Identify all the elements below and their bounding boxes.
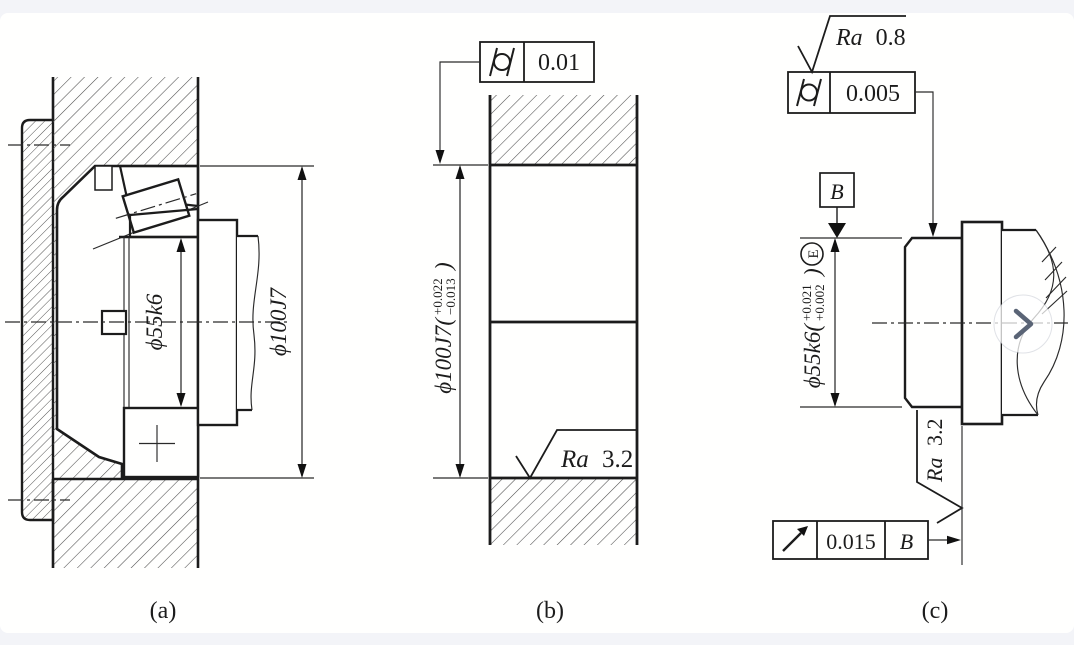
roughness-label: Ra [835, 25, 863, 51]
lock-nut [122, 406, 200, 479]
upper-tolerance: +0.021 [799, 284, 814, 321]
next-button[interactable] [993, 294, 1053, 354]
lower-tolerance: −0.013 [443, 278, 458, 315]
shaft-break-line [250, 235, 260, 411]
housing-upper-hatched [53, 77, 198, 479]
dim-prefix: ϕ100J7( [431, 317, 456, 394]
fcf-value: 0.01 [538, 50, 580, 76]
datum-label: B [830, 179, 843, 204]
cylindricity-icon [489, 47, 515, 77]
roughness-value: 3.2 [922, 419, 947, 447]
datum-b: B [819, 172, 855, 238]
break-hatch [1041, 246, 1068, 315]
bore-hatch-top [490, 95, 637, 165]
shaft-step-2 [237, 236, 260, 410]
cylindricity-icon [796, 78, 822, 107]
housing-lower-hatched [53, 479, 198, 568]
dim-label-shaft: ϕ55k6 [142, 293, 167, 350]
fcf-cylindricity: 0.005 [787, 71, 916, 114]
lower-tolerance: +0.002 [812, 284, 827, 321]
shaft-step-2-edges [237, 234, 258, 412]
fcf-value: 0.005 [846, 81, 900, 107]
envelope-icon: E [800, 242, 824, 266]
dim-label-bore: ϕ100J7 [266, 286, 291, 356]
roughness-value: 0.8 [876, 25, 906, 51]
upper-tolerance: +0.022 [430, 278, 445, 315]
svg-text:Ra 0.8: Ra 0.8 [835, 25, 906, 51]
surface-roughness-icon: Ra 3.2 [515, 429, 636, 480]
caption-c: (c) [922, 598, 949, 624]
fcf-leader [439, 61, 480, 152]
roughness-label: Ra [922, 458, 947, 483]
fcf-cylindricity: 0.01 [479, 41, 595, 83]
dim-prefix: ϕ55k6( [800, 323, 825, 389]
datum-triangle-icon [828, 223, 846, 238]
roughness-value: 3.2 [602, 446, 633, 473]
lock-nut-cross-icon [139, 425, 175, 462]
fcf-leader [915, 91, 934, 224]
svg-text:E: E [806, 249, 822, 258]
roughness-label: Ra [560, 446, 589, 473]
dim-suffix: ) [800, 268, 825, 278]
dim-label-group: ϕ55k6( +0.021 +0.002 ) E [799, 242, 827, 389]
bore-hatch-bottom [490, 478, 637, 545]
svg-text:Ra 3.2: Ra 3.2 [560, 446, 633, 473]
dim-label-group: ϕ100J7( +0.022 −0.013 ) [430, 262, 458, 393]
figure-b: ϕ100J7( +0.022 −0.013 ) 0.01 Ra 3.2 [430, 41, 639, 624]
caption-a: (a) [150, 598, 177, 624]
shaft-right-edges [1002, 228, 1038, 417]
circular-runout-icon [782, 526, 808, 552]
surface-roughness-icon: Ra 3.2 [916, 410, 964, 524]
fcf-runout: 0.015 B [772, 520, 929, 560]
spacer-ring [94, 165, 113, 191]
fcf-datum: B [900, 529, 913, 554]
dim-suffix: ) [431, 262, 456, 272]
bore-outline [488, 95, 639, 545]
end-cap-hatched [20, 118, 55, 522]
figure-a: ϕ55k6 ϕ100J7 (a) [5, 77, 314, 624]
chevron-right-icon [1013, 308, 1034, 340]
svg-text:Ra 3.2: Ra 3.2 [922, 419, 947, 483]
fcf-value: 0.015 [826, 529, 876, 554]
caption-b: (b) [536, 598, 564, 624]
surface-roughness-icon: Ra 0.8 [797, 15, 906, 75]
